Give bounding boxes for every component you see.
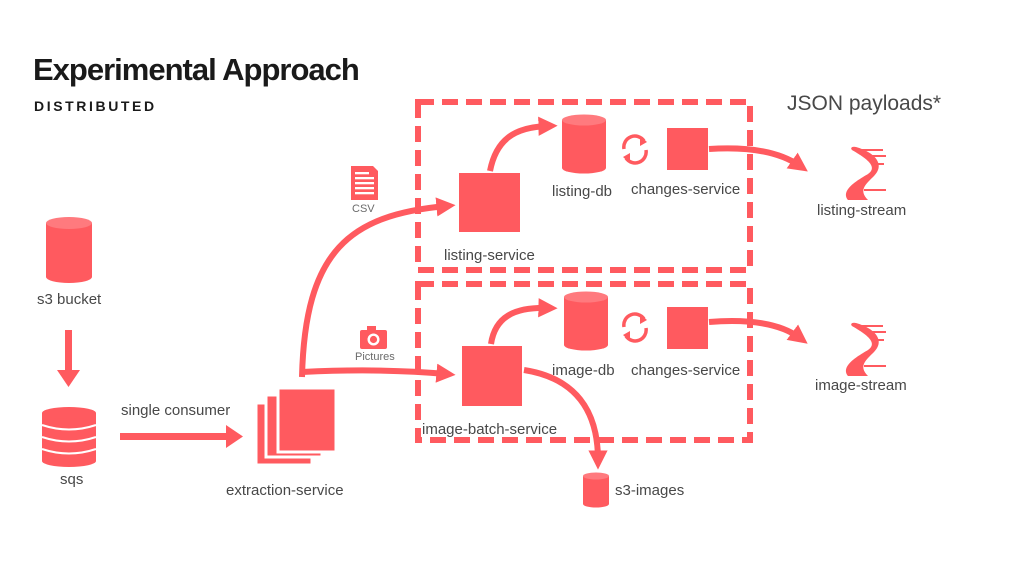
listing-sync-icon [622,134,648,165]
listing-group-box [415,99,753,273]
image-stream-icon [846,322,886,376]
listing-db-database-icon [562,114,606,174]
json-payloads-note: JSON payloads* [787,92,942,115]
extraction-service-label: extraction-service [226,482,344,499]
listing-service-box [459,173,520,232]
arrow-listing-changes-to-stream [708,145,808,172]
arrow-image-batch-to-db [488,298,558,345]
arrow-image-batch-to-s3-images [523,367,608,470]
arrow-sqs-to-extraction [120,425,243,448]
image-group-box [415,281,753,443]
sqs-stacked-disks-icon [41,407,97,467]
slide-subtitle: DISTRIBUTED [34,98,157,114]
sqs-label: sqs [60,471,84,488]
image-sync-icon [622,312,648,343]
csv-document-icon [351,166,378,200]
s3-bucket-database-icon [46,217,92,283]
arrow-extraction-to-listing [299,197,456,378]
listing-db-label: listing-db [552,183,613,200]
s3-images-label: s3-images [615,482,685,499]
image-changes-service-box [667,307,708,349]
arrow-listing-service-to-db [487,116,558,172]
image-db-label: image-db [552,362,615,379]
arrow-image-changes-to-stream [708,318,808,344]
s3-images-database-icon [583,472,609,508]
image-batch-service-box [462,346,522,406]
listing-stream-icon [846,146,886,200]
pictures-camera-icon [360,326,387,349]
image-stream-label: image-stream [815,377,907,394]
pictures-label: Pictures [355,351,395,363]
image-changes-service-label: changes-service [631,362,741,379]
image-db-database-icon [564,291,608,351]
listing-service-label: listing-service [444,247,535,264]
csv-label: CSV [352,203,375,215]
extraction-service-stacked-boxes-icon [254,386,338,467]
listing-stream-label: listing-stream [817,202,907,219]
single-consumer-label: single consumer [121,402,231,419]
slide-title: Experimental Approach [33,52,360,87]
listing-changes-service-label: changes-service [631,181,741,198]
arrow-extraction-to-image-batch [301,363,456,383]
listing-changes-service-box [667,128,708,170]
s3-bucket-label: s3 bucket [37,291,102,308]
arrow-s3-to-sqs [57,330,80,387]
image-batch-service-label: image-batch-service [422,421,558,438]
